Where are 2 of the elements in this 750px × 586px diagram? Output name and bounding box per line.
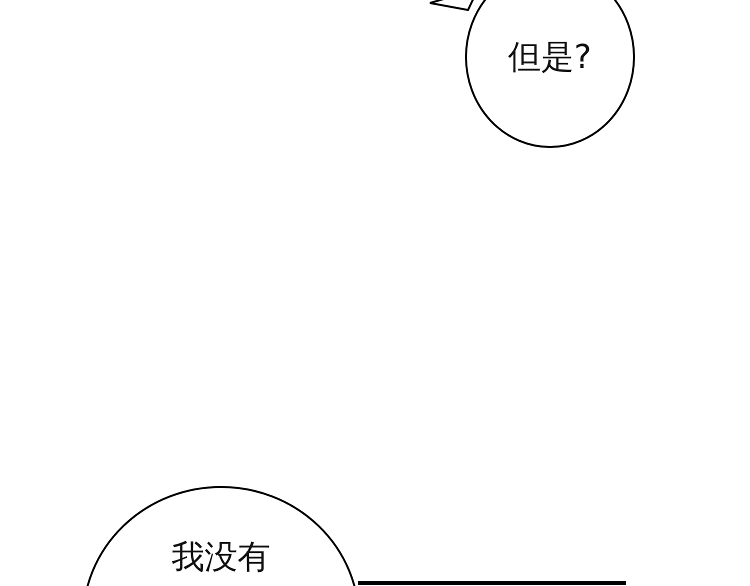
speech-text: 我没有 <box>172 536 270 578</box>
speech-text: 但是? <box>508 36 592 78</box>
